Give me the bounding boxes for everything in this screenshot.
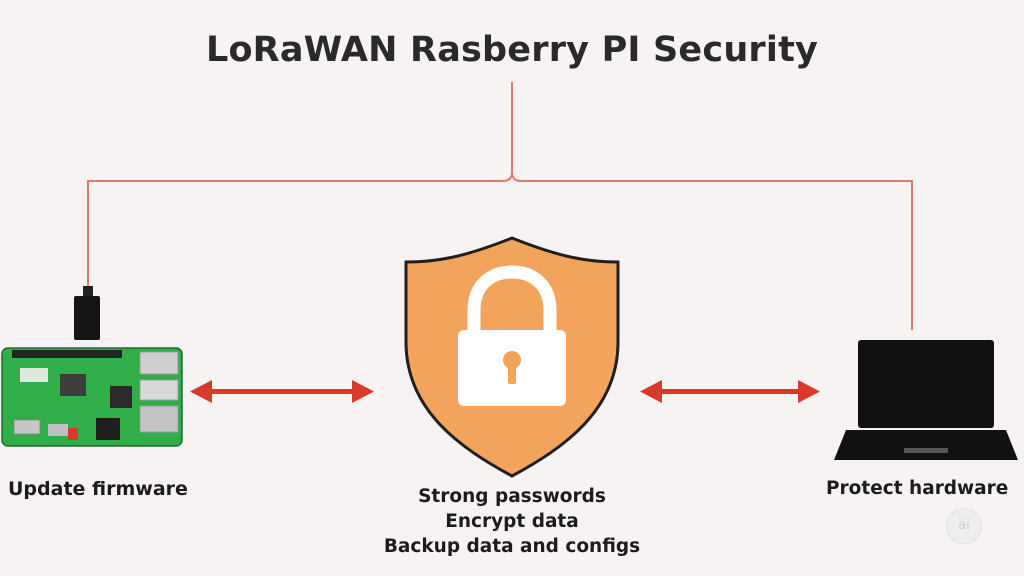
practice-encrypt-data: Encrypt data <box>445 511 579 532</box>
connector-lines <box>87 82 913 330</box>
laptop-icon <box>834 340 1018 460</box>
protect-hardware-label: Protect hardware <box>826 478 1009 499</box>
practice-backup: Backup data and configs <box>383 536 641 557</box>
raspberry-pi-board-icon <box>1 347 183 447</box>
right-double-arrow-icon <box>640 380 820 403</box>
update-firmware-label: Update firmware <box>8 478 188 500</box>
ai-badge-icon: ai <box>946 508 982 544</box>
practice-strong-passwords: Strong passwords <box>418 486 606 507</box>
security-practices-list: Strong passwords Encrypt data Backup dat… <box>312 484 712 559</box>
usb-plug-icon <box>74 286 100 340</box>
diagram-title: LoRaWAN Rasberry PI Security <box>205 30 819 70</box>
left-double-arrow-icon <box>190 380 374 403</box>
shield-lock-icon <box>404 236 620 478</box>
connector-right-branch <box>511 171 913 330</box>
